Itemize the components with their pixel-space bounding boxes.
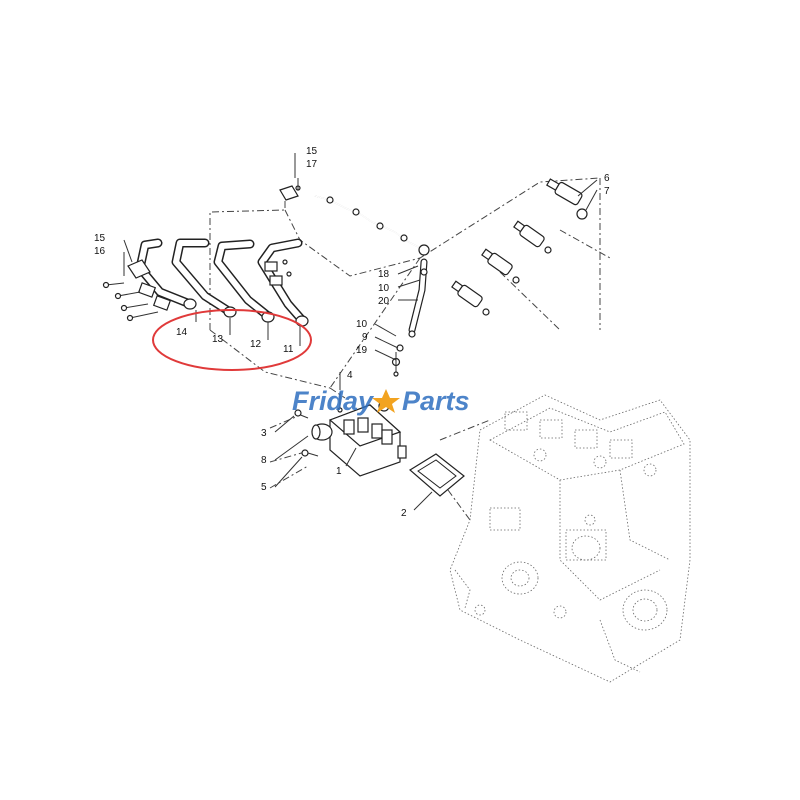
callout-4: 4 [347,370,353,381]
callout-18: 18 [378,269,390,280]
callout-7: 7 [604,186,610,197]
callout-15-left: 15 [94,233,106,244]
assembly-reference-lines [209,177,611,521]
injectors [451,178,588,316]
leak-off-line [279,178,430,377]
callout-11: 11 [283,344,294,355]
leader-lines [123,153,598,511]
callout-6: 6 [604,173,610,184]
watermark-friday: Friday [292,386,375,416]
engine-block [449,394,691,683]
callout-13: 13 [212,334,224,345]
watermark-logo: Friday Parts [292,386,470,416]
callout-12: 12 [250,339,262,350]
callout-19: 19 [356,345,368,356]
callout-14: 14 [176,327,188,338]
callout-16: 16 [94,246,106,257]
injector-pipes [102,238,309,327]
highlight-ellipse [152,309,312,371]
callout-10-upper: 10 [378,283,390,294]
callout-20: 20 [378,296,390,307]
callout-17: 17 [306,159,318,170]
watermark-star-icon [372,389,400,413]
callout-1: 1 [336,466,342,477]
callout-labels: 6 7 15 17 15 16 14 13 12 11 18 10 20 10 … [94,146,610,519]
callout-2: 2 [401,508,407,519]
callout-5: 5 [261,482,267,493]
callout-15-top: 15 [306,146,318,157]
callout-10-lower: 10 [356,319,368,330]
callout-3: 3 [261,428,267,439]
callout-9: 9 [362,332,368,343]
callout-8: 8 [261,455,267,466]
watermark-parts: Parts [402,386,470,416]
injection-pump [294,392,465,497]
